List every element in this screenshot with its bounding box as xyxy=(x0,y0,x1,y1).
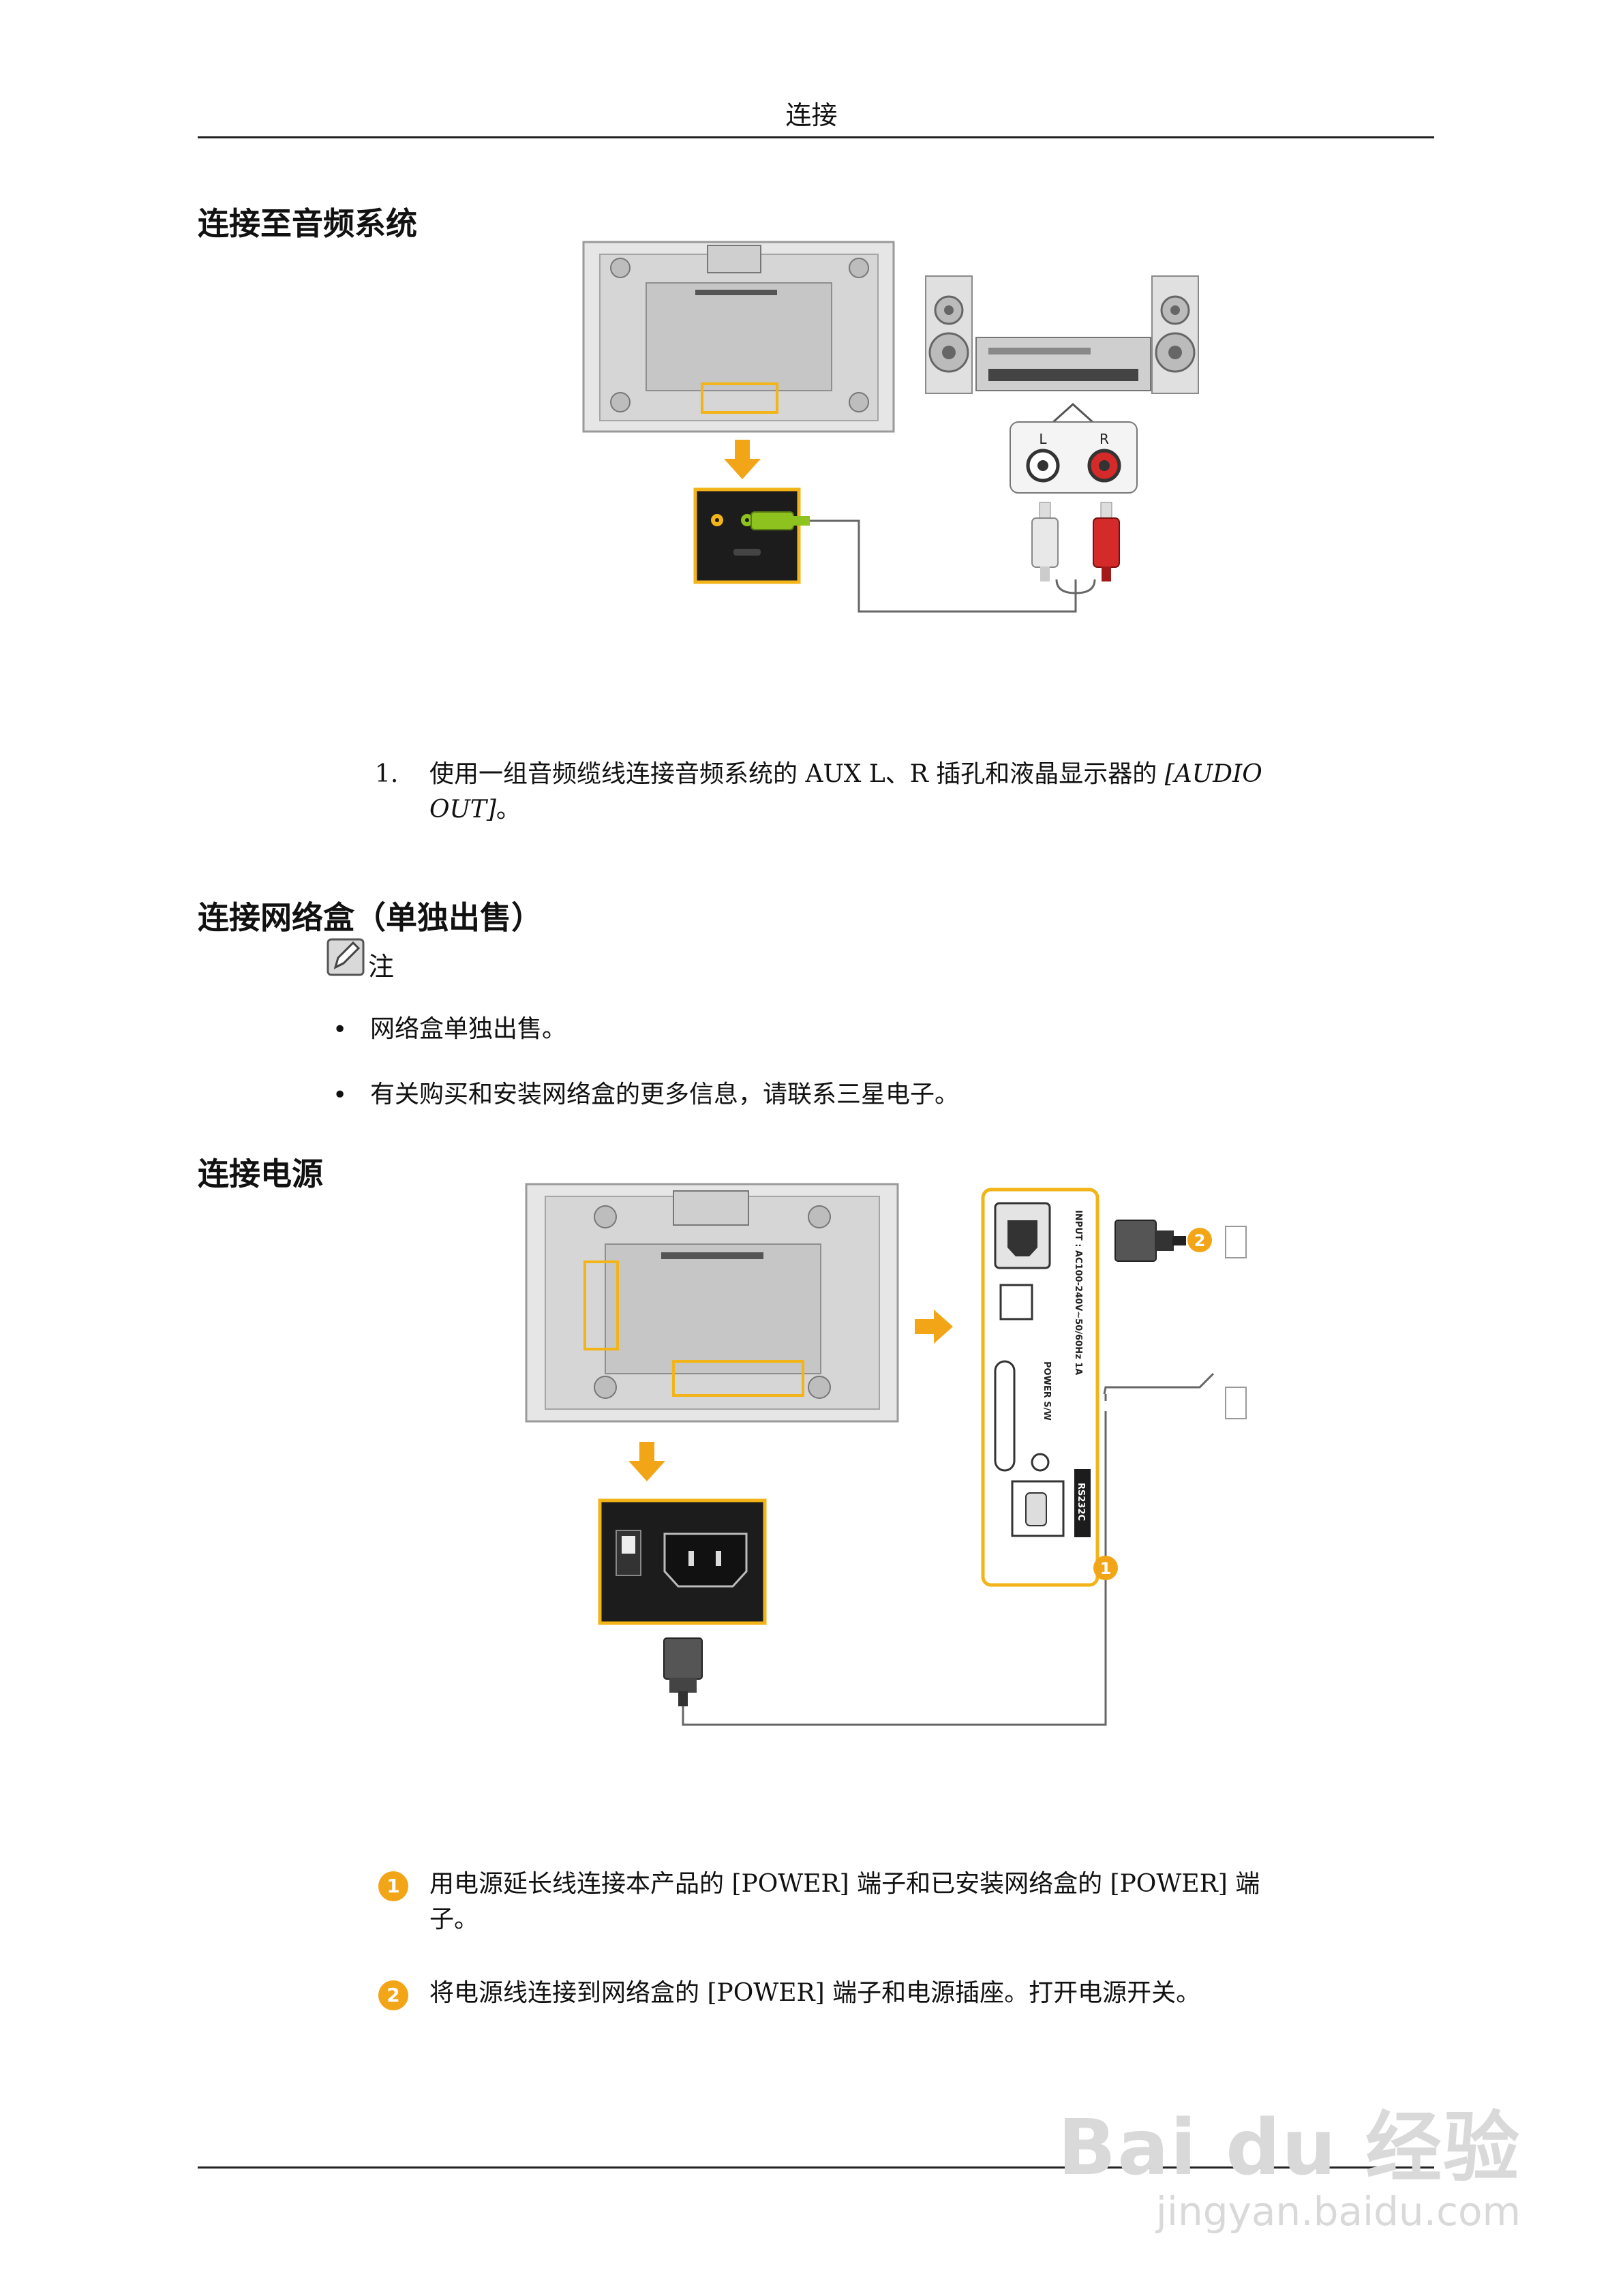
jack-r-label: R xyxy=(1099,431,1109,447)
step-circle-2: 2 xyxy=(378,1980,408,2010)
bullet-dot: • xyxy=(333,1016,348,1044)
panel-rs232-label: RS232C xyxy=(1076,1483,1086,1521)
power-step-1: 用电源延长线连接本产品的 [POWER] 端子和已安装网络盒的 [POWER] … xyxy=(429,1867,1350,1937)
audio-cable xyxy=(810,519,1077,613)
audio-out-closeup xyxy=(693,487,810,584)
monitor-back-panel xyxy=(525,1183,899,1423)
section-heading-audio: 连接至音频系统 xyxy=(198,205,417,242)
up-arrow-icon xyxy=(1050,402,1096,424)
audio-step-text: 使用一组音频缆线连接音频系统的 AUX L、R 插孔和液晶显示器的 [AUDIO… xyxy=(429,757,1350,828)
footer-rule xyxy=(198,2166,1434,2169)
header-rule xyxy=(198,136,1434,138)
power-connection-diagram: INPUT : AC100-240V~50/60Hz 1A POWER S/W … xyxy=(525,1183,1247,1726)
bullet-dot: • xyxy=(333,1081,348,1109)
network-bullet-1: 网络盒单独出售。 xyxy=(370,1015,567,1043)
audio-step-italic1: [AUDIO xyxy=(1164,760,1262,788)
callout-1: 1 xyxy=(1093,1556,1118,1580)
power-socket-closeup xyxy=(598,1498,767,1625)
watermark-brand: Bai du 经验 xyxy=(1057,2104,1521,2192)
network-box-panel: INPUT : AC100-240V~50/60Hz 1A POWER S/W … xyxy=(981,1188,1099,1587)
lr-jacks: L R xyxy=(1010,421,1138,494)
power-step-2: 将电源线连接到网络盒的 [POWER] 端子和电源插座。打开电源开关。 xyxy=(429,1979,1201,2007)
section-heading-network: 连接网络盒（单独出售） xyxy=(198,899,543,936)
audio-step-line1: 使用一组音频缆线连接音频系统的 AUX L、R 插孔和液晶显示器的 xyxy=(429,760,1165,788)
power-step-1-line2: 子。 xyxy=(429,1905,479,1933)
power-plug xyxy=(663,1637,703,1706)
note-label: 注 xyxy=(368,952,395,982)
audio-step-italic2: OUT] xyxy=(429,796,496,824)
monitor-back-panel xyxy=(582,241,895,433)
section-heading-power: 连接电源 xyxy=(198,1155,323,1192)
down-arrow-icon xyxy=(724,440,761,479)
right-arrow-icon xyxy=(915,1310,953,1344)
callout-2-label: 2 xyxy=(1194,1231,1206,1250)
down-arrow-icon xyxy=(628,1442,665,1481)
audio-connection-diagram: L R xyxy=(582,241,1199,613)
page-header-title: 连接 xyxy=(785,100,838,130)
step-number-1: 1. xyxy=(375,760,399,788)
step-circle-1: 1 xyxy=(378,1871,408,1901)
audio-system xyxy=(925,275,1199,394)
callout-1-label: 1 xyxy=(1100,1559,1112,1578)
note-icon xyxy=(327,938,365,976)
panel-power-label: POWER S/W xyxy=(1042,1361,1052,1421)
jack-l-label: L xyxy=(1039,431,1047,447)
panel-input-label: INPUT : AC100-240V~50/60Hz 1A xyxy=(1073,1210,1083,1375)
wall-plug-group xyxy=(1114,1220,1247,1419)
audio-step-end: 。 xyxy=(496,796,521,824)
watermark-url: jingyan.baidu.com xyxy=(1155,2188,1521,2235)
network-bullet-2: 有关购买和安装网络盒的更多信息，请联系三星电子。 xyxy=(370,1081,960,1108)
power-step-1-line1: 用电源延长线连接本产品的 [POWER] 端子和已安装网络盒的 [POWER] … xyxy=(429,1870,1260,1898)
rca-plugs xyxy=(1031,502,1120,581)
callout-2: 2 xyxy=(1187,1228,1212,1252)
